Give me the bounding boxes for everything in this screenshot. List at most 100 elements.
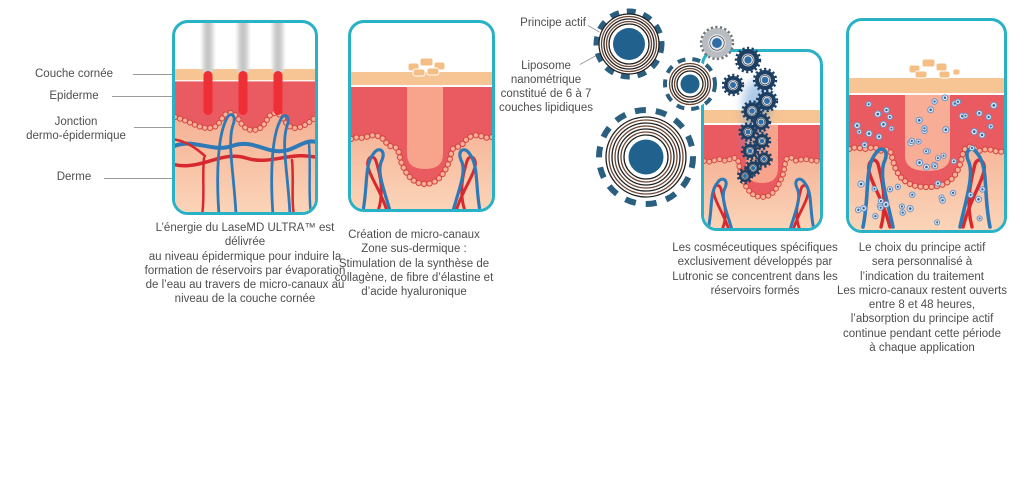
particle-dot xyxy=(934,180,942,187)
skin-illustration-step-4 xyxy=(849,58,1004,230)
micro-channel xyxy=(407,72,443,169)
particle-dot xyxy=(909,191,916,198)
particle-dot xyxy=(915,138,922,145)
liposome xyxy=(663,57,717,111)
particle-dot xyxy=(871,185,878,192)
particle-dot xyxy=(934,155,941,162)
particle-dot xyxy=(987,123,994,130)
liposome-particle xyxy=(752,67,778,93)
skin-illustration-step-2 xyxy=(351,57,492,209)
particle-dot xyxy=(954,98,962,105)
particle-dot xyxy=(883,106,890,114)
label-jonction-dermo-epidermique: Jonction dermo-épidermique xyxy=(26,116,126,142)
liposome-particle xyxy=(752,131,772,151)
liposome-illustration xyxy=(593,8,779,207)
particle-dot xyxy=(856,128,863,135)
particle-dot xyxy=(942,126,950,134)
particle-dot xyxy=(865,129,873,138)
particle-dot xyxy=(970,127,978,136)
particle-dot xyxy=(888,125,895,132)
laser-beams-illustration xyxy=(200,23,286,72)
corneum-debris xyxy=(407,57,446,77)
particle-dot xyxy=(934,219,941,226)
leader-line-jonction xyxy=(134,127,190,128)
stratum-corneum-layer xyxy=(849,78,1004,93)
particle-dot xyxy=(939,196,946,204)
particle-dot xyxy=(976,215,983,222)
panel-step-1 xyxy=(172,20,318,215)
particle-dot xyxy=(861,141,868,149)
blood-vessels xyxy=(706,177,816,228)
particle-dot xyxy=(865,101,872,108)
particle-dot xyxy=(967,191,974,198)
particle-dot xyxy=(941,94,949,102)
particle-dot xyxy=(968,145,975,152)
particle-dot xyxy=(979,186,986,193)
particle-dot xyxy=(898,203,905,210)
particle-dot xyxy=(978,131,986,139)
blood-vessels xyxy=(175,113,315,212)
label-epiderme: Epiderme xyxy=(49,90,99,102)
particle-dot xyxy=(974,195,983,203)
particle-dot xyxy=(975,109,983,117)
liposome-particle xyxy=(755,150,773,168)
liposome xyxy=(593,8,665,80)
caption-step-3: Les cosméceutiques spécifiques exclusive… xyxy=(672,242,838,297)
particle-dot xyxy=(949,189,957,197)
caption-step-2: Création de micro-canaux Zone sus-dermiq… xyxy=(334,229,494,299)
particle-dot xyxy=(894,183,901,190)
label-derme: Derme xyxy=(56,171,92,183)
label-principe-actif: Principe actif xyxy=(520,17,586,29)
particle-dot xyxy=(932,163,939,170)
leader-line-epiderme xyxy=(112,96,186,97)
particle-dot xyxy=(990,101,998,110)
particle-dot xyxy=(927,106,935,114)
particle-dot xyxy=(853,121,861,130)
particle-dot xyxy=(872,212,879,220)
particle-dot xyxy=(899,209,906,216)
particle-dot xyxy=(877,204,884,211)
particle-dot xyxy=(886,186,894,193)
skin-illustration-step-1 xyxy=(175,23,315,212)
particle-dot xyxy=(931,98,938,105)
liposome-particle xyxy=(740,141,760,161)
liposome-particle xyxy=(736,167,754,185)
particle-dot xyxy=(874,110,882,118)
liposome-particle xyxy=(734,46,762,74)
particle-dot xyxy=(882,200,890,209)
panel-step-2 xyxy=(348,20,495,212)
corneum-debris xyxy=(908,58,961,79)
particle-dot xyxy=(940,152,947,159)
leader-line-couche-cornee xyxy=(133,74,187,75)
liposome-particle xyxy=(721,73,745,97)
active-principle-particles xyxy=(853,94,998,226)
label-couche-cornee: Couche cornée xyxy=(35,68,113,80)
particle-dot xyxy=(860,204,868,212)
particle-dot xyxy=(915,158,924,167)
particle-dot xyxy=(922,163,931,171)
particle-dot xyxy=(875,133,883,141)
liposome-particle xyxy=(755,89,779,113)
particle-dot xyxy=(915,116,923,124)
particle-dot xyxy=(908,137,915,144)
liposome-particle xyxy=(750,111,772,133)
label-liposome-description: Liposome nanométrique constitué de 6 à 7… xyxy=(499,60,593,114)
leader-line-derme xyxy=(104,178,186,179)
blood-vessels xyxy=(361,148,482,209)
particle-dot xyxy=(923,148,930,155)
liposome-particle xyxy=(738,122,758,142)
particle-dot xyxy=(877,197,885,205)
particle-dot xyxy=(950,158,957,165)
particle-dot xyxy=(962,112,969,119)
micro-channel xyxy=(905,78,950,171)
liposome-particle xyxy=(699,25,735,61)
nanometric-liposomes xyxy=(593,8,717,207)
liposome xyxy=(596,107,696,207)
particle-dot xyxy=(886,113,893,121)
particle-dot xyxy=(857,180,865,188)
stratum-corneum-layer xyxy=(351,72,492,85)
caption-step-1: L’énergie du LaseMD ULTRA™ est délivrée … xyxy=(144,222,346,306)
particle-dot xyxy=(879,120,888,128)
particle-dot xyxy=(921,125,928,132)
